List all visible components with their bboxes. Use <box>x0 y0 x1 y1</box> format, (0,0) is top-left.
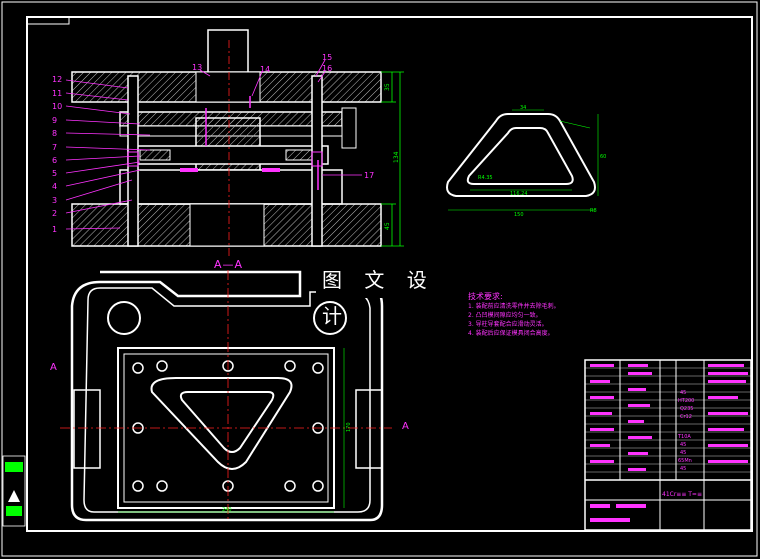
title-block-cell: Cr12 <box>680 414 692 420</box>
dimension-label: 150 <box>514 212 524 218</box>
section-mark-left: A <box>50 362 57 373</box>
title-block-cell: 65Mn <box>678 458 692 464</box>
part-number: 5 <box>52 169 57 178</box>
plan-die-opening-outer <box>150 377 293 470</box>
dimension-label: R8 <box>590 208 597 214</box>
part-number: 7 <box>52 143 57 152</box>
technical-requirements: 技术要求: 1. 装配前应清洗零件并去除毛刺。 2. 凸凹模间隙应均匀一致。 3… <box>468 291 560 338</box>
dimension-label: 34 <box>520 105 526 111</box>
title-block-cell: 45 <box>680 450 686 456</box>
tech-heading: 技术要求: <box>468 292 503 301</box>
part-inner-outline <box>466 127 574 185</box>
guide-hole <box>313 301 347 335</box>
part-number: 3 <box>52 196 57 205</box>
guide-post-right <box>311 75 323 247</box>
shank <box>207 29 249 77</box>
front-dimensions <box>381 71 404 247</box>
dimension-label: 134 <box>393 151 400 163</box>
part-number: 4 <box>52 182 57 191</box>
front-section-view <box>71 29 382 256</box>
die-plate <box>119 169 343 205</box>
part-number: 15 <box>322 53 332 62</box>
side-block <box>341 107 357 149</box>
front-part-leaders <box>65 59 362 230</box>
part-number: 17 <box>364 171 374 180</box>
part-number: 6 <box>52 156 57 165</box>
title-block-cell: 45 <box>680 442 686 448</box>
dimension-label: 170 <box>346 422 352 432</box>
part-number: 8 <box>52 129 57 138</box>
top-left-tab <box>26 16 70 25</box>
part-number: 10 <box>52 102 62 111</box>
front-part-numbers: 12 11 10 9 8 7 6 5 4 3 2 1 13 14 15 16 1… <box>52 53 374 234</box>
dimension-label: 45 <box>384 222 391 230</box>
part-number: 2 <box>52 209 57 218</box>
guide-post-left <box>127 75 139 247</box>
part-number: 9 <box>52 116 57 125</box>
title-block-fills <box>590 364 748 522</box>
dimension-label: R4.35 <box>478 175 493 181</box>
title-block-cell: 45 <box>680 466 686 472</box>
tech-item: 4. 装配后应保证模具闭合高度。 <box>468 330 554 337</box>
dimension-label: 60 <box>600 154 606 160</box>
part-view: 34 116.24 150 60 R4.35 R8 <box>446 105 606 218</box>
part-number: 1 <box>52 225 57 234</box>
side-slot-right <box>355 389 383 469</box>
title-block-cell: 45 <box>680 390 686 396</box>
tech-item: 1. 装配前应清洗零件并去除毛刺。 <box>468 303 560 310</box>
tech-item: 3. 导柱导套配合应滑动灵活。 <box>468 321 548 328</box>
title-block-cell: HT200 <box>678 398 694 404</box>
dimension-label: 35 <box>384 83 391 91</box>
part-number: 11 <box>52 89 62 98</box>
title-block-material: 41Cr≡≡ T=≡ <box>662 491 702 498</box>
tech-item: 2. 凸凹模间隙应均匀一致。 <box>468 312 542 319</box>
plan-view: 240 170 <box>60 270 392 522</box>
side-slot-left <box>73 389 101 469</box>
part-number: 14 <box>260 65 270 74</box>
part-number: 12 <box>52 75 62 84</box>
guide-hole <box>107 301 141 335</box>
section-mark-right: A <box>402 421 409 432</box>
inner-border <box>26 16 753 532</box>
dimension-label: 116.24 <box>510 191 528 197</box>
part-outer-outline <box>446 113 596 197</box>
plan-die-opening-inner <box>179 391 275 453</box>
watermark: 图 文 设 计 <box>316 262 472 328</box>
part-number: 16 <box>322 64 332 73</box>
dimension-label: 240 <box>222 507 232 513</box>
title-block <box>584 359 752 531</box>
left-symbol-panel <box>2 455 26 527</box>
title-block-cell: T10A <box>677 434 691 440</box>
title-block-cell: Q235 <box>680 406 693 412</box>
part-number: 13 <box>192 63 202 72</box>
section-label: A—A <box>214 258 244 271</box>
